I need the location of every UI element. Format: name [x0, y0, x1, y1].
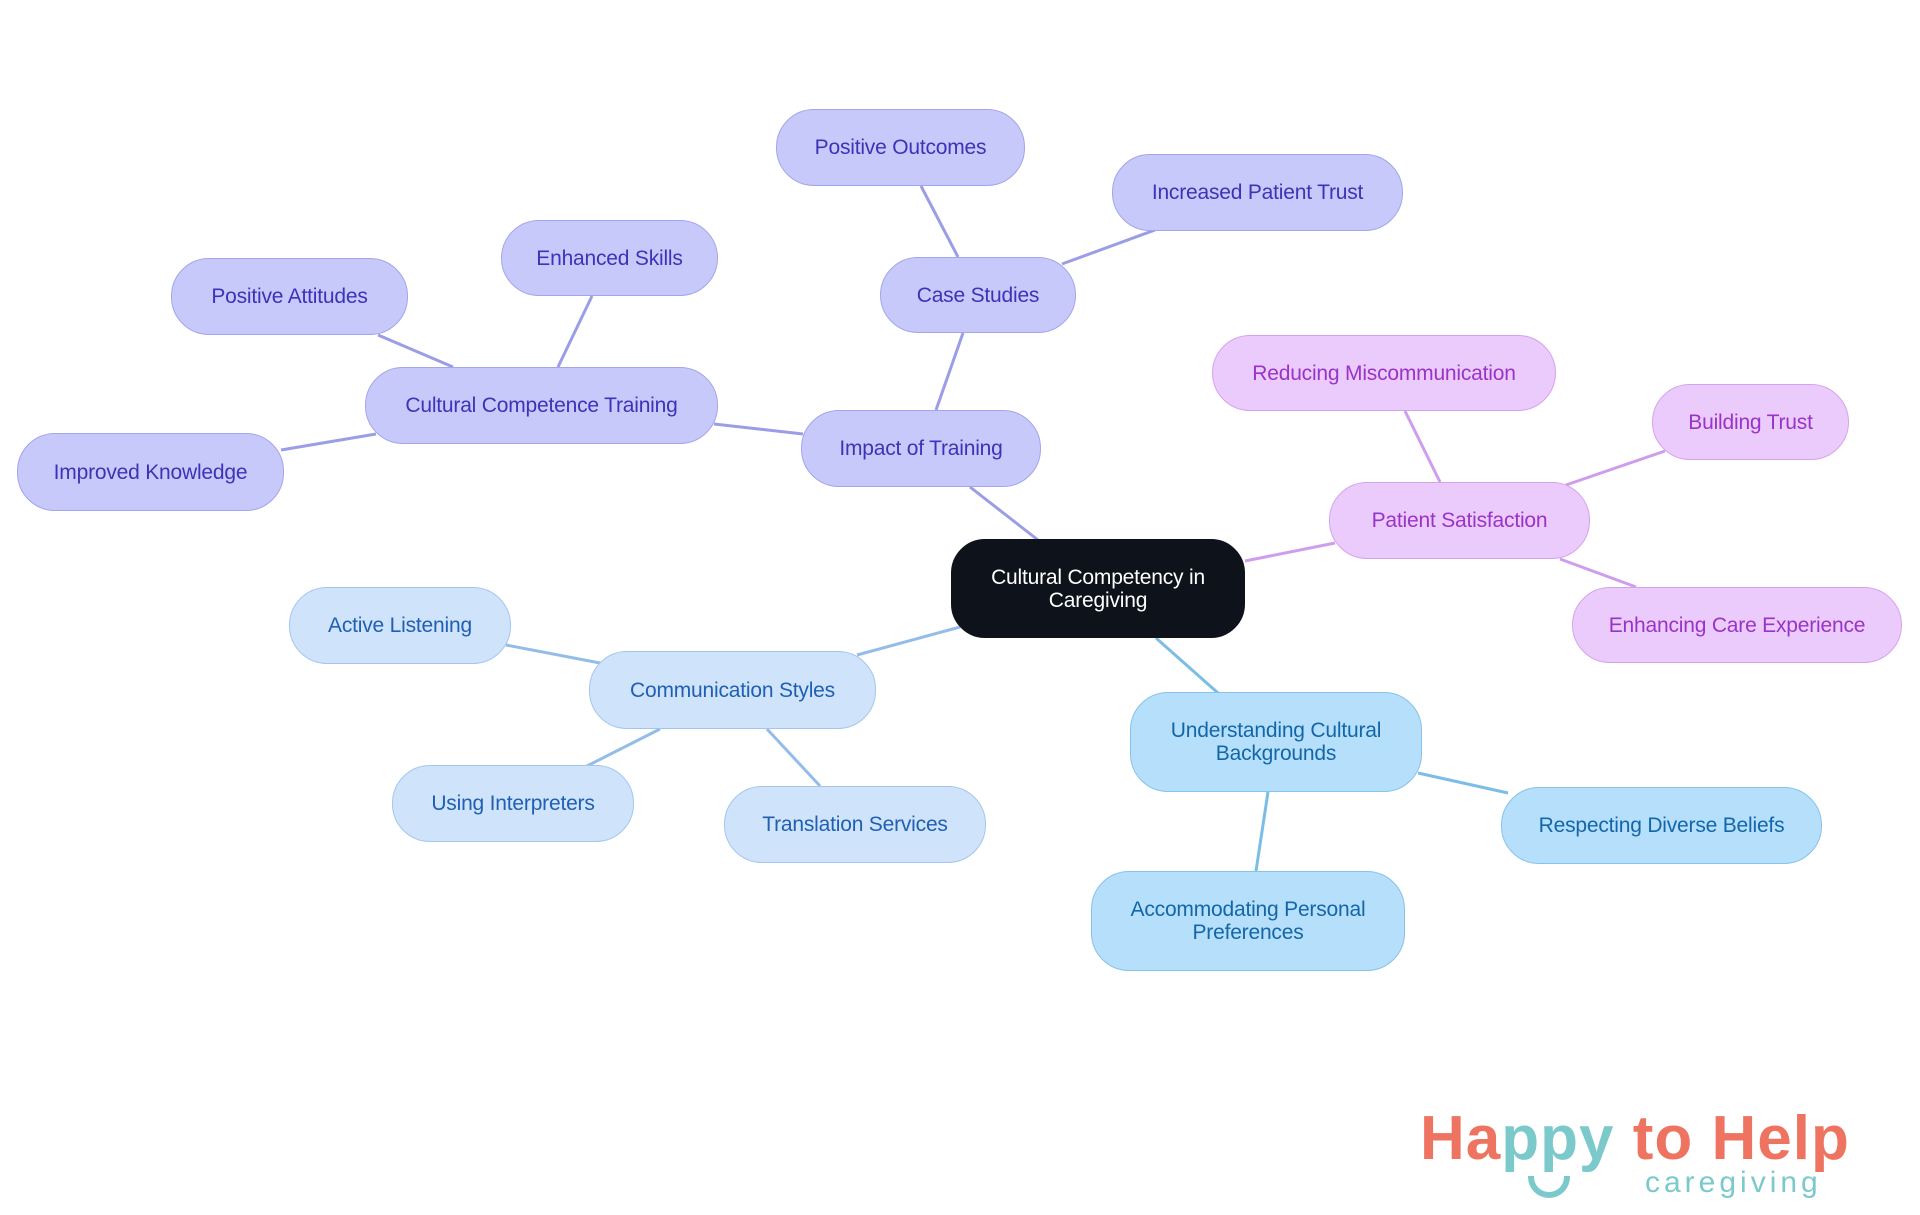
- node-label: Cultural Competence Training: [405, 394, 678, 417]
- node-increased-patient-trust[interactable]: Increased Patient Trust: [1112, 154, 1403, 231]
- node-enhancing-care-experience[interactable]: Enhancing Care Experience: [1572, 587, 1902, 663]
- node-label: Translation Services: [762, 813, 948, 836]
- node-respecting-diverse-beliefs[interactable]: Respecting Diverse Beliefs: [1501, 787, 1822, 864]
- node-label: Enhanced Skills: [536, 246, 683, 270]
- edge-root-understanding: [1155, 636, 1219, 695]
- edge-root-patientsatisfaction: [1244, 541, 1336, 563]
- edge-comm-interpreters: [584, 727, 661, 769]
- happy-to-help-logo: Happy to Help caregiving: [1420, 1104, 1880, 1204]
- node-label: Positive Outcomes: [814, 136, 987, 159]
- node-translation-services[interactable]: Translation Services: [724, 786, 986, 863]
- smile-icon: [1528, 1176, 1570, 1198]
- node-patient-satisfaction[interactable]: Patient Satisfaction: [1329, 482, 1590, 559]
- node-label: Communication Styles: [630, 678, 835, 702]
- node-case-studies[interactable]: Case Studies: [880, 257, 1076, 333]
- edge-ps-buildingtrust: [1565, 449, 1666, 487]
- node-cultural-competence-training[interactable]: Cultural Competence Training: [365, 367, 718, 444]
- edge-ps-enhancingcare: [1559, 557, 1637, 589]
- edge-root-communication: [856, 625, 961, 657]
- node-label: Accommodating Personal Preferences: [1130, 898, 1366, 944]
- node-impact-of-training[interactable]: Impact of Training: [801, 410, 1041, 487]
- node-communication-styles[interactable]: Communication Styles: [589, 651, 876, 729]
- edge-impact-cct: [713, 422, 804, 436]
- node-positive-outcomes[interactable]: Positive Outcomes: [776, 109, 1025, 186]
- root-node[interactable]: Cultural Competency in Caregiving: [951, 539, 1245, 638]
- node-label: Positive Attitudes: [211, 285, 368, 308]
- node-label: Case Studies: [916, 283, 1040, 307]
- node-label: Patient Satisfaction: [1371, 509, 1548, 532]
- edge-casestudies-positiveoutcomes: [919, 185, 960, 258]
- node-reducing-miscommunication[interactable]: Reducing Miscommunication: [1212, 335, 1556, 411]
- node-positive-attitudes[interactable]: Positive Attitudes: [171, 258, 408, 335]
- node-label: Understanding Cultural Backgrounds: [1170, 719, 1382, 765]
- edge-ps-reducingmiscomm: [1403, 410, 1442, 483]
- edge-casestudies-patienttrust: [1061, 228, 1156, 266]
- node-label: Reducing Miscommunication: [1252, 361, 1516, 385]
- node-label: Using Interpreters: [431, 792, 595, 815]
- logo-wordmark: Happy to Help: [1420, 1104, 1850, 1173]
- edge-cct-enhancedskills: [556, 295, 594, 368]
- node-building-trust[interactable]: Building Trust: [1652, 384, 1849, 460]
- edge-comm-translation: [765, 727, 822, 788]
- edge-comm-activelistening: [505, 643, 601, 665]
- node-enhanced-skills[interactable]: Enhanced Skills: [501, 220, 718, 296]
- edge-cct-improvedknowledge: [280, 432, 377, 452]
- node-label: Impact of Training: [839, 437, 1003, 460]
- node-label: Enhancing Care Experience: [1608, 613, 1866, 637]
- node-improved-knowledge[interactable]: Improved Knowledge: [17, 433, 284, 511]
- node-accommodating-personal-preferences[interactable]: Accommodating Personal Preferences: [1091, 871, 1405, 971]
- logo-subtitle: caregiving: [1645, 1166, 1822, 1199]
- node-active-listening[interactable]: Active Listening: [289, 587, 511, 664]
- node-label: Respecting Diverse Beliefs: [1538, 814, 1785, 837]
- edge-ucb-respecting: [1417, 771, 1509, 795]
- root-node-label: Cultural Competency in Caregiving: [991, 565, 1205, 612]
- edge-cct-positiveattitudes: [377, 333, 454, 369]
- edge-impact-casestudies: [934, 332, 965, 411]
- edge-root-impact: [969, 485, 1039, 542]
- node-label: Building Trust: [1688, 410, 1813, 434]
- node-label: Increased Patient Trust: [1151, 181, 1364, 204]
- edge-ucb-accommodating: [1254, 791, 1270, 872]
- node-label: Active Listening: [328, 614, 472, 637]
- node-understanding-cultural-backgrounds[interactable]: Understanding Cultural Backgrounds: [1130, 692, 1422, 792]
- node-using-interpreters[interactable]: Using Interpreters: [392, 765, 634, 842]
- node-label: Improved Knowledge: [53, 460, 248, 484]
